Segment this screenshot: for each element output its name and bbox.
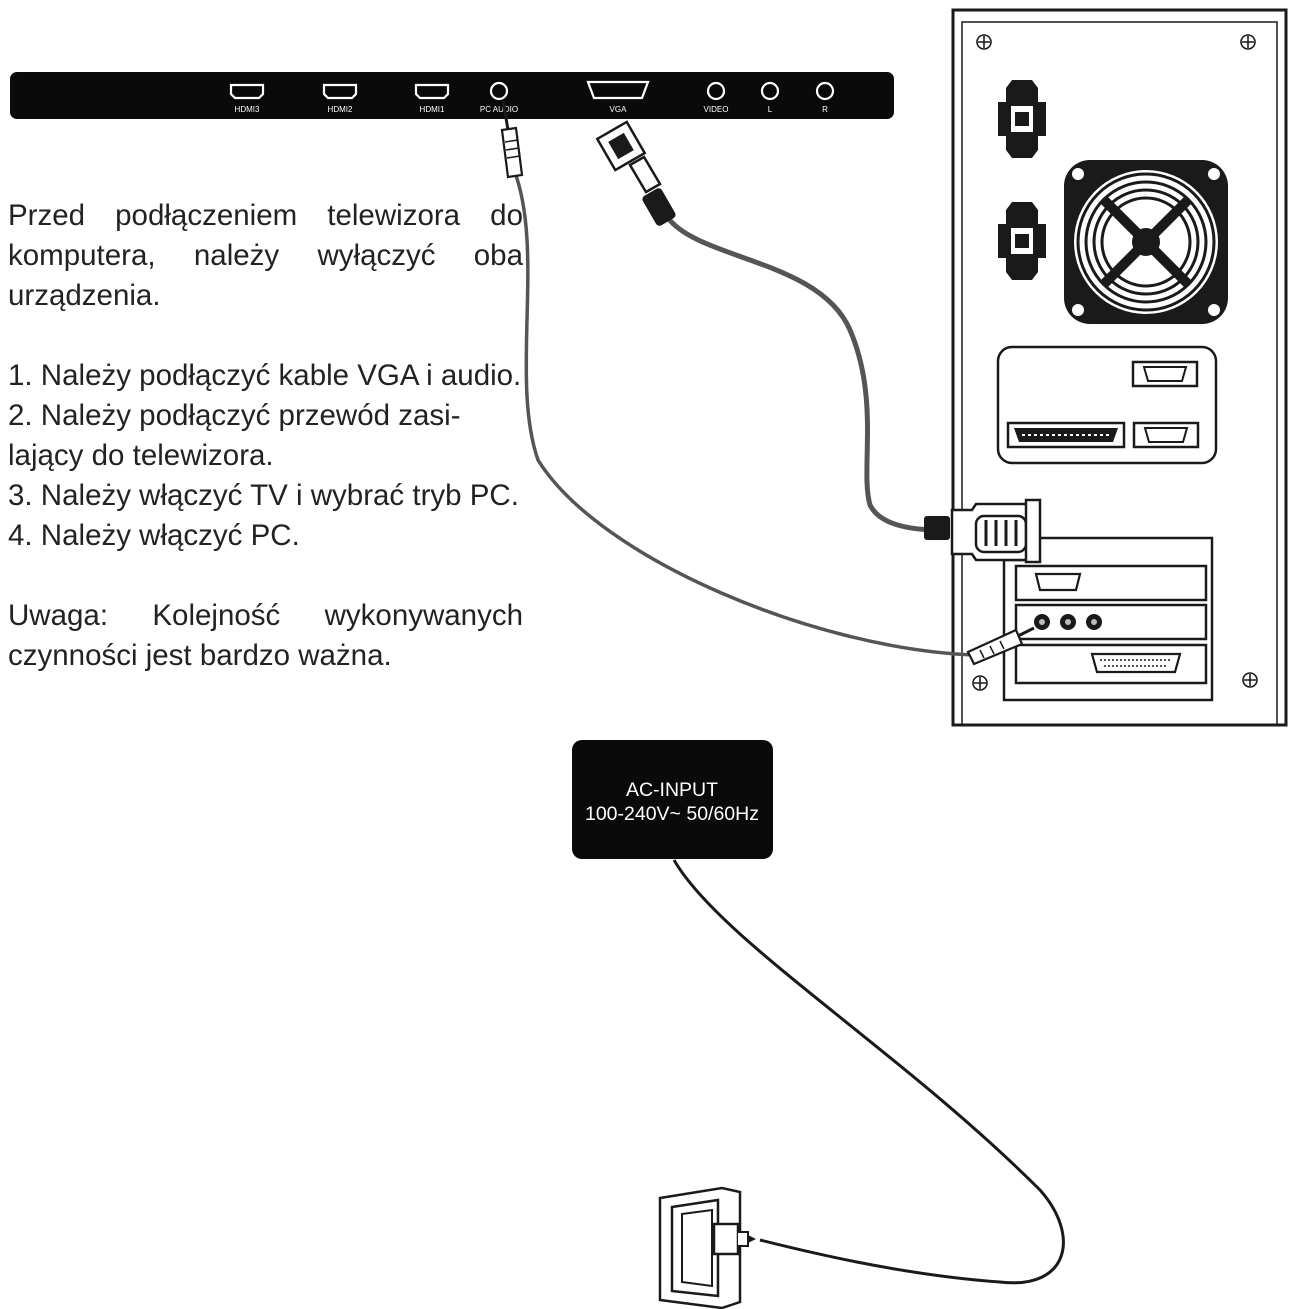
audio-l-port: L — [760, 81, 780, 114]
audio-jack-icon — [1034, 614, 1102, 630]
audio-jack-icon — [489, 81, 509, 101]
port-label: VGA — [610, 105, 628, 114]
power-socket-icon — [998, 80, 1046, 280]
power-cord — [672, 859, 1065, 1285]
port-label: R — [822, 105, 828, 114]
rca-jack-icon — [815, 81, 835, 101]
step-4: 4. Należy włączyć PC. — [8, 519, 300, 552]
note-text: Uwaga: Kolejność wykonywanych czynności … — [8, 599, 523, 672]
audio-plug-icon — [500, 99, 524, 179]
ac-input-label: AC-INPUT — [626, 779, 718, 801]
hdmi-port-icon — [322, 83, 358, 100]
pc-audio-port: PC AUDIO — [480, 81, 518, 114]
vga-port-icon — [586, 80, 650, 100]
vga-cable — [595, 120, 1042, 564]
rca-jack-icon — [760, 81, 780, 101]
intro-text: Przed podłączeniem telewizora do kompute… — [8, 199, 523, 312]
port-label: HDMI2 — [328, 105, 353, 114]
parallel-port-icon — [1090, 652, 1182, 674]
port-label: HDMI1 — [420, 105, 445, 114]
port-label: PC AUDIO — [480, 105, 518, 114]
port-label: VIDEO — [704, 105, 729, 114]
step-2: 2. Należy podłączyć przewód zasi-lający … — [8, 399, 461, 472]
step-3: 3. Należy włączyć TV i wybrać tryb PC. — [8, 479, 519, 512]
io-port-block — [996, 345, 1218, 465]
audio-r-port: R — [815, 81, 835, 114]
video-port: VIDEO — [704, 81, 729, 114]
serial-port-icon — [1142, 366, 1188, 382]
instructions-text: Przed podłączeniem telewizora do kompute… — [8, 196, 523, 676]
fan-grille-icon — [1064, 160, 1228, 324]
vga-plug-icon — [924, 498, 1042, 564]
hdmi-port-icon — [229, 83, 265, 100]
serial-port-icon — [1143, 427, 1189, 443]
screw-icon — [972, 34, 1258, 691]
ac-input-rating: 100-240V~ 50/60Hz — [585, 803, 759, 825]
hdmi2-port: HDMI2 — [322, 83, 358, 114]
hdmi3-port: HDMI3 — [229, 83, 265, 114]
vga-port-icon — [1034, 572, 1082, 592]
audio-cable — [500, 99, 1035, 666]
wall-outlet-icon — [658, 1186, 756, 1309]
tv-connector-panel: HDMI3 HDMI2 HDMI1 PC AUDIO VGA VIDEO L — [10, 72, 894, 119]
vga-plug-icon — [595, 120, 676, 226]
hdmi1-port: HDMI1 — [414, 83, 450, 114]
hdmi-port-icon — [414, 83, 450, 100]
power-plug-icon — [712, 1222, 740, 1256]
rca-jack-icon — [706, 81, 726, 101]
step-1: 1. Należy podłączyć kable VGA i audio. — [8, 359, 522, 392]
pc-tower-back — [951, 8, 1288, 727]
audio-plug-icon — [966, 626, 1035, 666]
ac-input-box: AC-INPUT 100-240V~ 50/60Hz — [572, 740, 773, 859]
port-label: L — [768, 105, 773, 114]
vga-port: VGA — [586, 80, 650, 114]
port-label: HDMI3 — [235, 105, 260, 114]
